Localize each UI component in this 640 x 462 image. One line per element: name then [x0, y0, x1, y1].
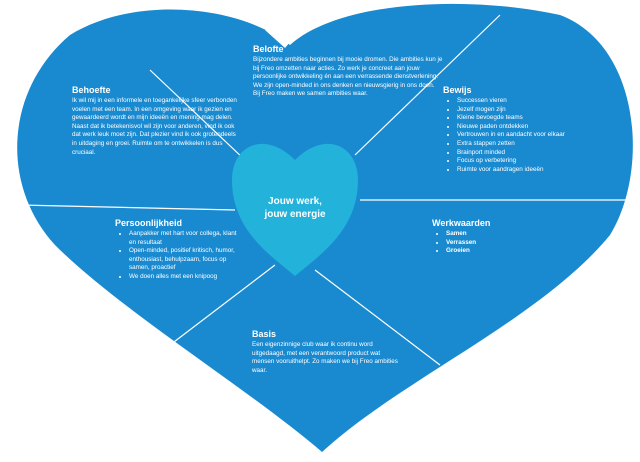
section-behoefte: Behoefte Ik wil mij in een informele en …: [72, 85, 237, 157]
bewijs-title: Bewijs: [443, 85, 472, 95]
bewijs-item: Kleine bevoegde teams: [457, 114, 613, 123]
center-line-2: jouw energie: [264, 209, 326, 220]
section-belofte: Belofte Bijzondere ambities beginnen bij…: [253, 44, 448, 99]
behoefte-title: Behoefte: [72, 85, 111, 95]
persoonlijkheid-title: Persoonlijkheid: [115, 218, 183, 228]
bewijs-item: Successen vieren: [457, 97, 613, 106]
section-persoonlijkheid: Persoonlijkheid Aanpakker met hart voor …: [115, 218, 245, 282]
bewijs-item: Brainport minded: [457, 149, 613, 158]
basis-text: Een eigenzinnige club waar ik continu wo…: [252, 341, 398, 374]
basis-title: Basis: [252, 329, 277, 339]
bewijs-item: Ruimte voor aandragen ideeën: [457, 166, 613, 175]
persoonlijkheid-item: Open-minded, positief kritisch, humor, e…: [129, 247, 245, 273]
werkwaarden-item: Groeien: [446, 247, 532, 256]
section-werkwaarden: Werkwaarden Samen Verrassen Groeien: [432, 218, 532, 256]
bewijs-item: Nieuwe paden ontdekken: [457, 123, 613, 132]
persoonlijkheid-item: We doen alles met een knipoog: [129, 273, 245, 282]
top-notch: [265, 30, 300, 48]
belofte-text: Bijzondere ambities beginnen bij mooie d…: [253, 56, 443, 89]
bewijs-item: Focus op verbetering: [457, 157, 613, 166]
section-bewijs: Bewijs Successen vieren Jezelf mogen zij…: [443, 85, 613, 174]
werkwaarden-title: Werkwaarden: [432, 218, 491, 228]
section-basis: Basis Een eigenzinnige club waar ik cont…: [252, 329, 402, 375]
werkwaarden-item: Verrassen: [446, 239, 532, 248]
divider-lines: [19, 14, 632, 366]
inner-heart: [232, 143, 358, 276]
bewijs-item: Extra stappen zetten: [457, 140, 613, 149]
center-title: Jouw werk, jouw energie: [250, 195, 340, 221]
belofte-text-2: Bij Freo maken we samen ambities waar.: [253, 90, 368, 98]
behoefte-text: Ik wil mij in een informele en toegankel…: [72, 97, 237, 156]
belofte-title: Belofte: [253, 44, 284, 54]
bewijs-item: Vertrouwen in en aandacht voor elkaar: [457, 131, 613, 140]
bewijs-item: Jezelf mogen zijn: [457, 106, 613, 115]
persoonlijkheid-item: Aanpakker met hart voor collega, klant e…: [129, 230, 245, 247]
werkwaarden-item: Samen: [446, 230, 532, 239]
center-line-1: Jouw werk,: [268, 196, 322, 207]
